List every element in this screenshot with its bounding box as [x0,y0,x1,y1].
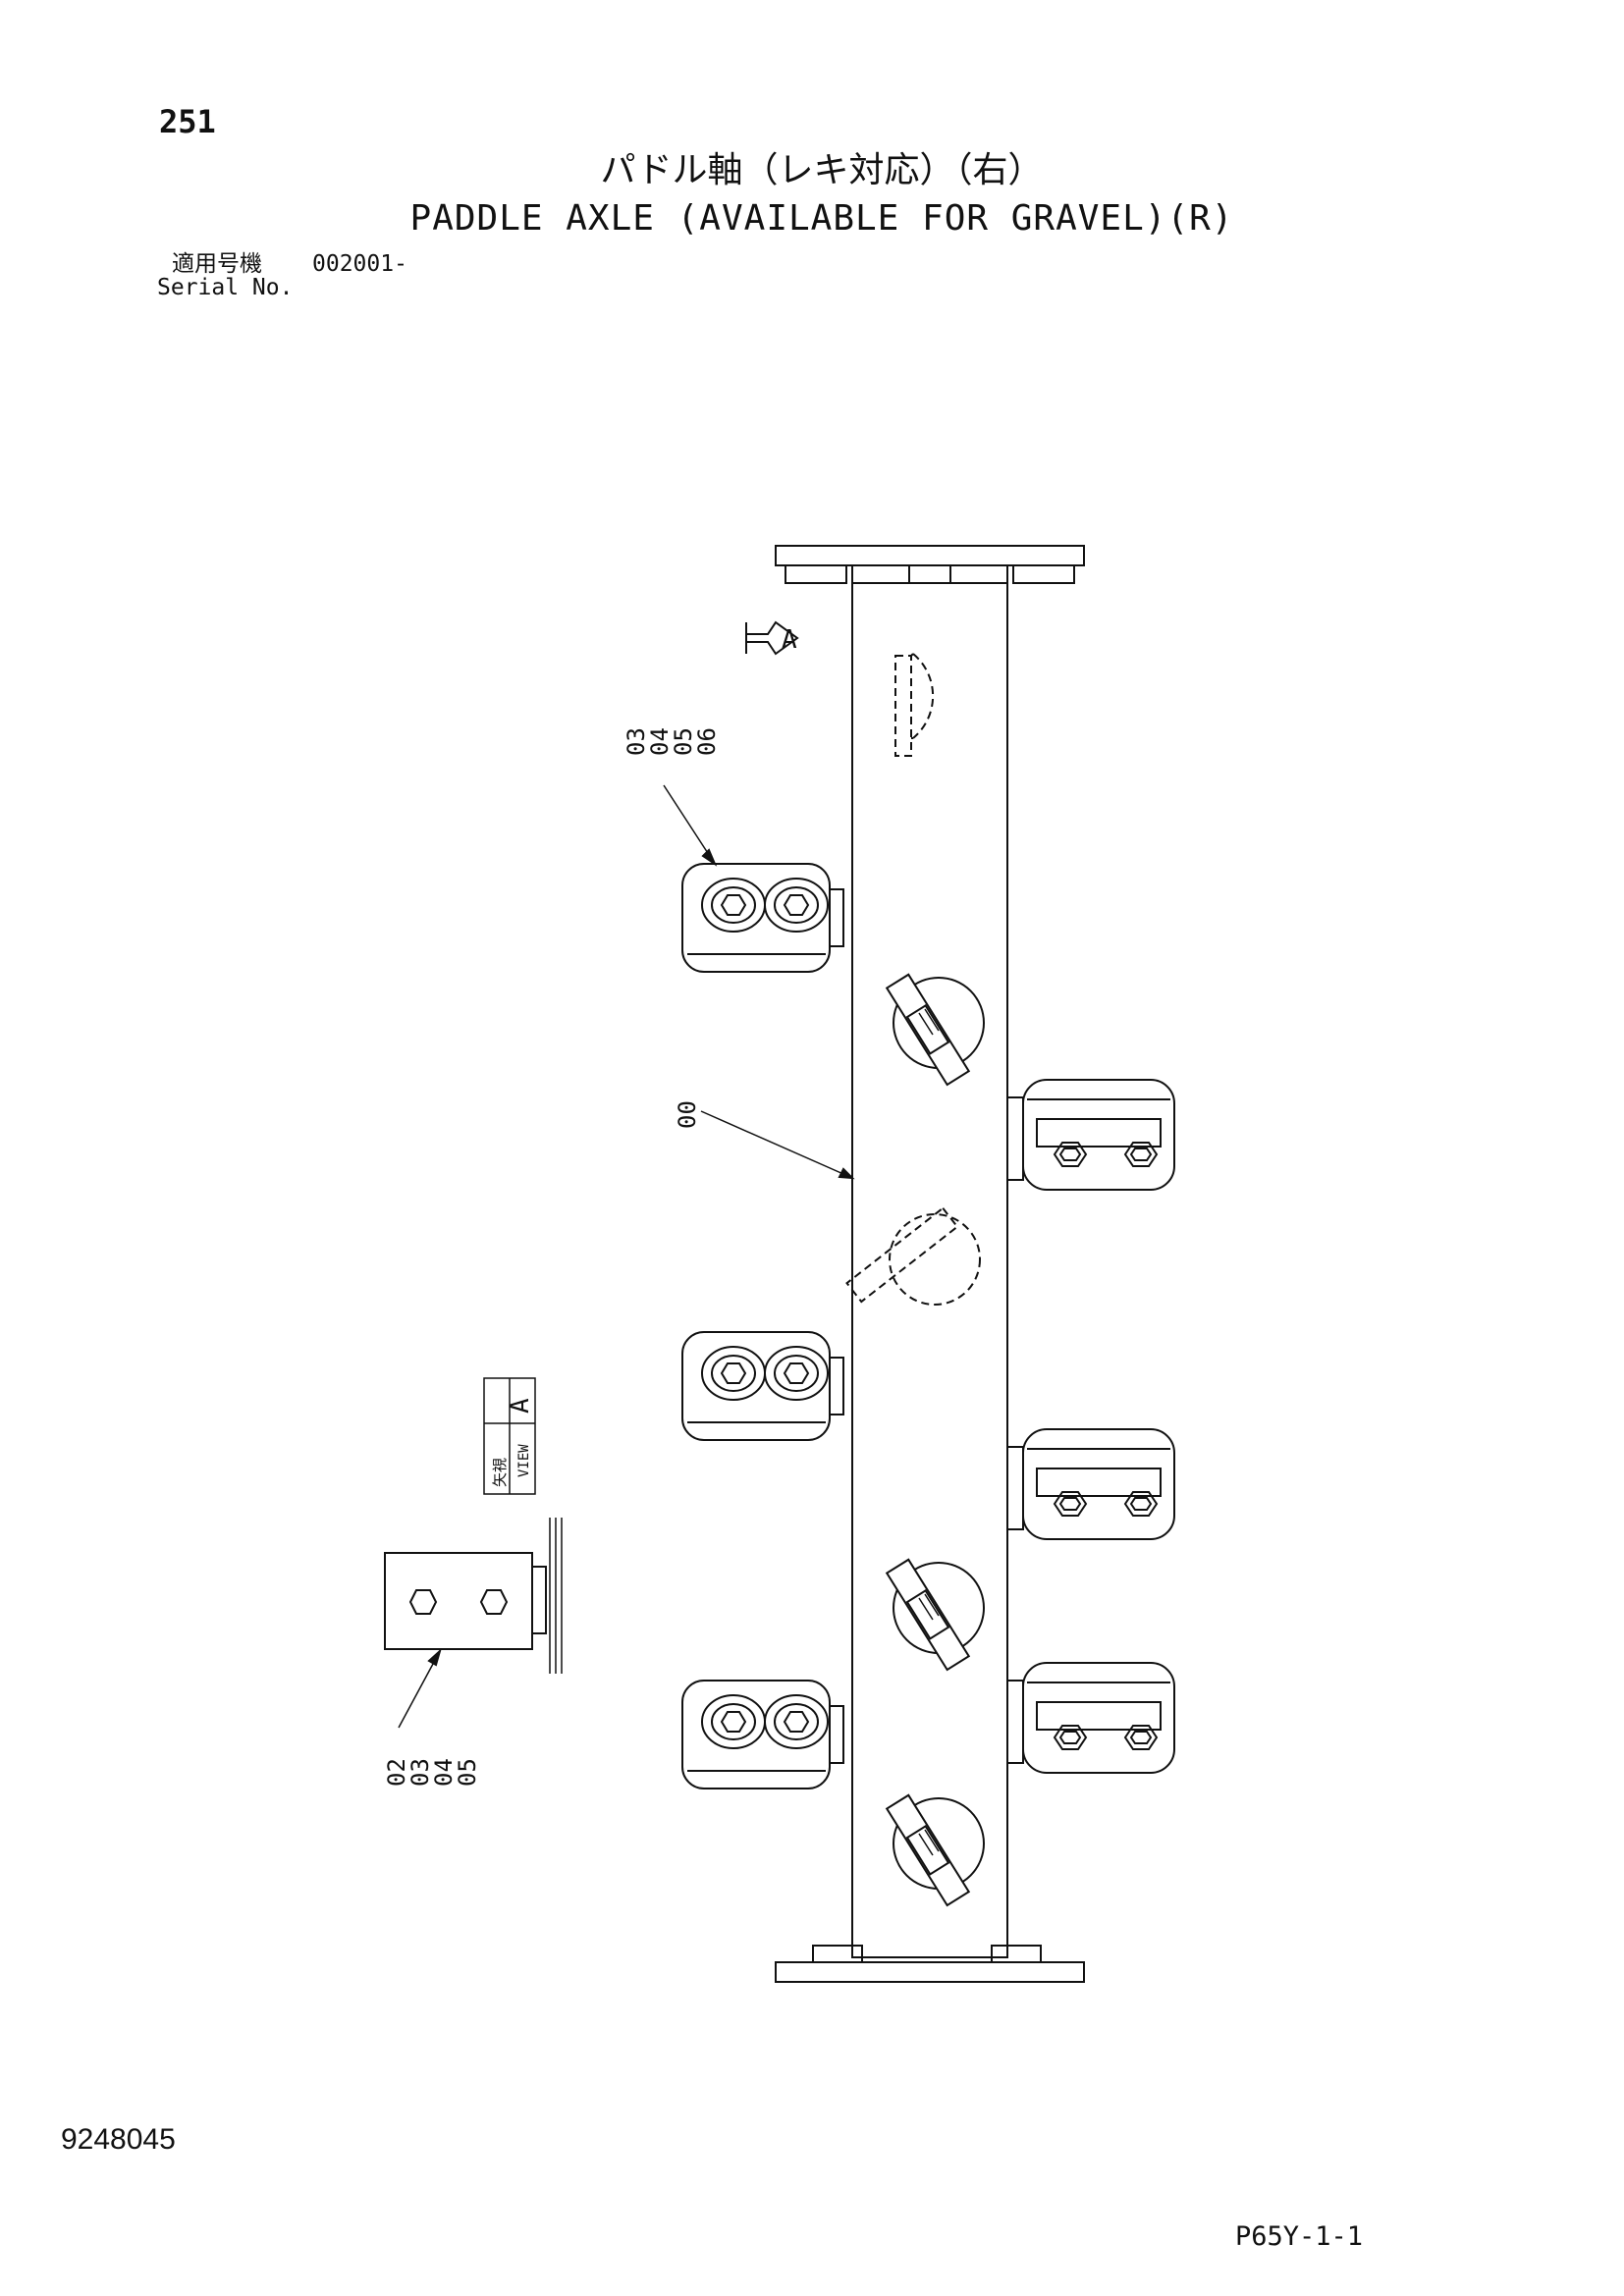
callout-part-04b: 04 [430,1758,458,1787]
serial-label-japanese: 適用号機 [172,251,262,277]
title-japanese: パドル軸（レキ対応）（右） [600,150,1044,190]
callout-part-03: 03 [623,727,650,756]
left-bracket-1 [681,863,850,973]
right-bracket-3 [1006,1662,1175,1774]
callout-part-05b: 05 [454,1758,481,1787]
title-english: PADDLE AXLE (AVAILABLE FOR GRAVEL)(R) [409,198,1234,239]
callout-group-top-left: 03 04 05 06 [623,727,721,756]
right-bracket-2 [1006,1428,1175,1540]
callout-part-00: 00 [674,1100,701,1129]
view-a-label-en: VIEW [516,1444,532,1477]
view-a-letter: A [506,1398,535,1414]
view-a-detail [384,1518,563,1674]
serial-label-english: Serial No. [157,275,294,300]
callout-part-02: 02 [383,1758,410,1787]
view-direction-arrow [745,620,799,656]
callout-part-05: 05 [670,727,697,756]
top-flange [775,545,1085,566]
drawing-number: 9248045 [61,2123,176,2156]
serial-number-value: 002001- [312,251,407,277]
view-a-label-ja: 矢視 [491,1458,509,1487]
left-bracket-2 [681,1331,850,1441]
hidden-paddle-top [894,653,935,757]
bottom-flange [775,1961,1085,1983]
view-arrow-label: A [782,625,797,655]
callout-part-04: 04 [646,727,674,756]
callout-part-03b: 03 [406,1758,434,1787]
callout-part-06: 06 [693,727,721,756]
callout-group-bottom-left: 02 03 04 05 [383,1758,481,1787]
paddle-axle-shaft [851,582,1008,1958]
sheet-code: P65Y-1-1 [1235,2221,1364,2252]
left-bracket-3 [681,1680,850,1789]
right-bracket-1 [1006,1079,1175,1191]
page-number: 251 [159,103,216,140]
